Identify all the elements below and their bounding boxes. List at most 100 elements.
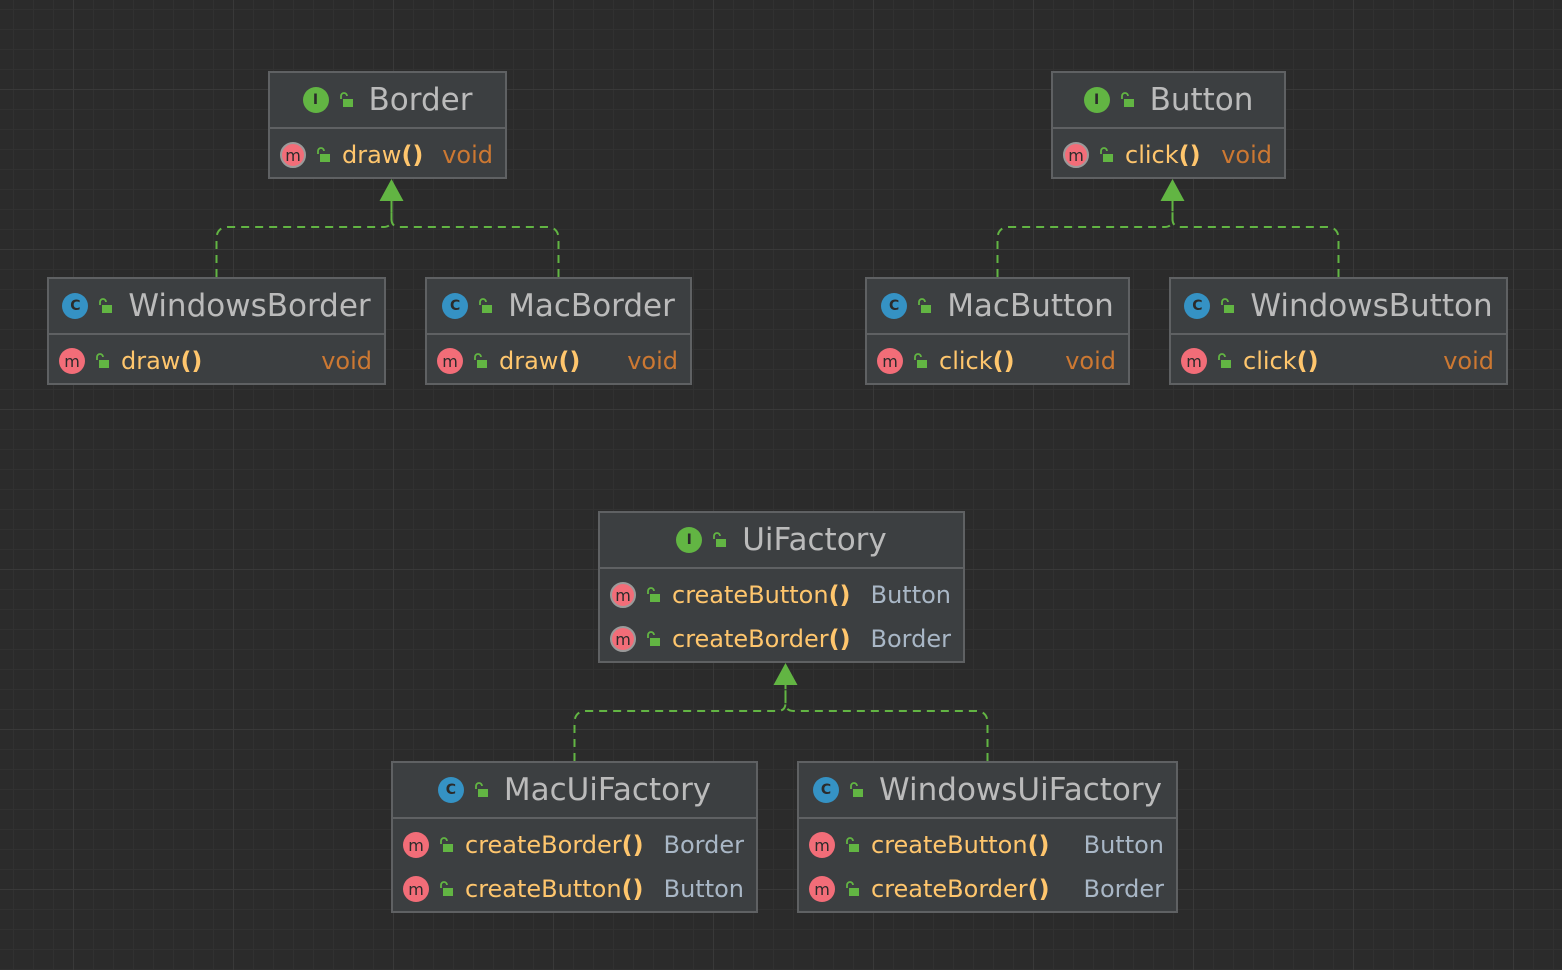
method-identifier: createButton (871, 831, 1028, 859)
inheritance-arrowhead-button (1160, 179, 1185, 201)
method-parens: () (621, 831, 644, 859)
return-type: Border (870, 625, 951, 653)
public-lock-icon (850, 782, 864, 797)
return-type: Button (663, 875, 744, 903)
member-row[interactable]: m draw() void (49, 339, 384, 383)
implements-edge-mac-border[interactable] (390, 201, 560, 277)
implements-edge-windows-border[interactable] (215, 201, 393, 277)
method-icon: m (809, 876, 835, 902)
class-badge-icon: C (881, 293, 908, 319)
return-type: void (1065, 347, 1116, 375)
node-name: MacBorder (508, 288, 675, 324)
implements-edge-windows-ui-factory[interactable] (784, 685, 989, 761)
return-type: void (1443, 347, 1494, 375)
member-row[interactable]: m createButton() Button (799, 823, 1176, 867)
public-lock-icon (317, 147, 330, 162)
inheritance-arrowhead-ui-factory (773, 663, 798, 685)
implements-edge-mac-button[interactable] (996, 201, 1174, 277)
method-icon: m (809, 832, 835, 858)
interface-badge-icon: I (676, 527, 703, 553)
member-row[interactable]: m click() void (867, 339, 1128, 383)
member-row[interactable]: m click() void (1171, 339, 1506, 383)
public-lock-icon (914, 353, 927, 368)
node-name: Border (368, 82, 473, 118)
mac-button-node[interactable]: C MacButton m click() void (865, 277, 1130, 385)
abstract-method-icon: m (1063, 142, 1089, 168)
method-icon: m (437, 348, 463, 374)
public-lock-icon (1218, 353, 1231, 368)
public-lock-icon (1120, 92, 1134, 107)
method-name: click() (1125, 141, 1201, 169)
return-type: Border (663, 831, 744, 859)
return-type: void (321, 347, 372, 375)
method-name: click() (939, 347, 1015, 375)
method-name: draw() (342, 141, 423, 169)
member-list: m click() void (1171, 335, 1506, 383)
node-header: C WindowsBorder (49, 279, 384, 335)
method-identifier: draw (342, 141, 402, 169)
return-type: Button (1083, 831, 1164, 859)
abstract-method-icon: m (610, 582, 636, 608)
method-identifier: click (1243, 347, 1297, 375)
return-type: void (442, 141, 493, 169)
member-list: m draw() void (270, 129, 505, 177)
abstract-method-icon: m (280, 142, 306, 168)
method-icon: m (877, 348, 903, 374)
public-lock-icon (647, 587, 660, 602)
method-name: draw() (499, 347, 580, 375)
method-parens: () (621, 875, 644, 903)
method-identifier: createBorder (871, 875, 1028, 903)
windows-border-node[interactable]: C WindowsBorder m draw() void (47, 277, 386, 385)
public-lock-icon (99, 298, 113, 313)
inheritance-arrowhead-border (379, 179, 404, 201)
interface-badge-icon: I (302, 87, 329, 113)
abstract-method-icon: m (610, 626, 636, 652)
method-icon: m (403, 876, 429, 902)
node-name: MacButton (947, 288, 1114, 324)
implements-edge-windows-button[interactable] (1171, 201, 1340, 277)
class-badge-icon: C (62, 293, 89, 319)
method-name: createBorder() (672, 625, 851, 653)
node-name: WindowsBorder (128, 288, 371, 324)
public-lock-icon (440, 881, 453, 896)
border-node[interactable]: I Border m draw() void (268, 71, 507, 179)
method-name: draw() (121, 347, 202, 375)
method-identifier: createBorder (465, 831, 622, 859)
method-icon: m (59, 348, 85, 374)
method-name: click() (1243, 347, 1319, 375)
public-lock-icon (339, 92, 353, 107)
public-lock-icon (479, 298, 493, 313)
node-name: UiFactory (742, 522, 887, 558)
node-name: Button (1149, 82, 1254, 118)
member-row[interactable]: m createBorder() Border (600, 617, 963, 661)
member-list: m click() void (867, 335, 1128, 383)
method-icon: m (1181, 348, 1207, 374)
method-name: createButton() (871, 831, 1050, 859)
public-lock-icon (1221, 298, 1235, 313)
method-parens: () (828, 581, 851, 609)
implements-edge-mac-ui-factory[interactable] (573, 685, 787, 761)
member-row[interactable]: m draw() void (270, 133, 505, 177)
member-row[interactable]: m createButton() Button (393, 867, 756, 911)
method-parens: () (558, 347, 581, 375)
method-identifier: createButton (465, 875, 622, 903)
method-parens: () (1178, 141, 1201, 169)
method-name: createBorder() (871, 875, 1050, 903)
